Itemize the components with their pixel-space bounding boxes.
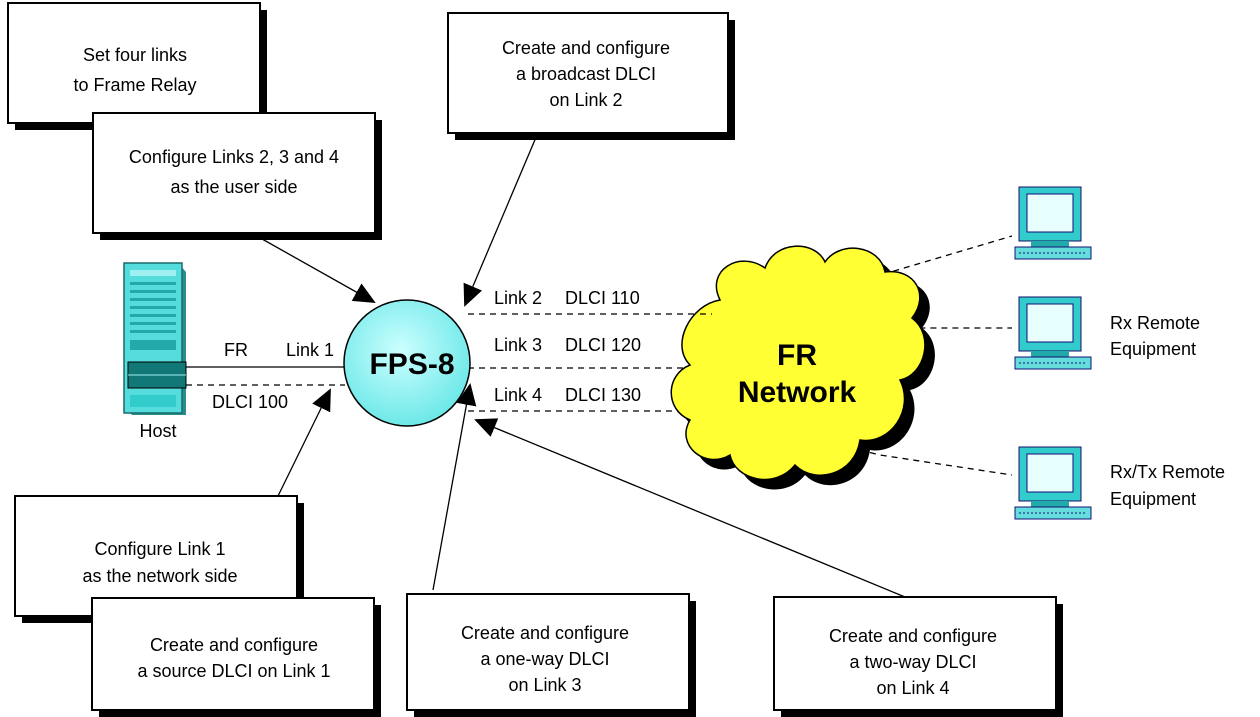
- link4-label: Link 4: [494, 385, 542, 405]
- box-source-dlci-line2: a source DLCI on Link 1: [137, 661, 330, 681]
- box-source-dlci: Create and configure a source DLCI on Li…: [91, 597, 381, 717]
- desktop-computer-icon: [1014, 186, 1092, 260]
- box-two-way-line2: a two-way DLCI: [849, 652, 976, 672]
- box-broadcast-line3: on Link 2: [549, 90, 622, 110]
- arrow-user-side: [254, 234, 376, 303]
- box-network-side-line2: as the network side: [82, 566, 237, 586]
- box-one-way-line3: on Link 3: [508, 675, 581, 695]
- box-two-way-line1: Create and configure: [829, 626, 997, 646]
- rxtx-remote-line2: Equipment: [1110, 489, 1196, 509]
- callout-lines: [254, 134, 906, 598]
- box-user-side: Configure Links 2, 3 and 4 as the user s…: [92, 112, 382, 240]
- box-two-way-dlci: Create and configure a two-way DLCI on L…: [773, 596, 1063, 717]
- rx-remote-line1: Rx Remote: [1110, 313, 1200, 333]
- box-set-four-links-line1: Set four links: [83, 45, 187, 65]
- box-two-way-line3: on Link 4: [876, 678, 949, 698]
- network-label-line2: Network: [738, 376, 857, 409]
- link1-label: Link 1: [286, 340, 334, 360]
- box-set-four-links-line2: to Frame Relay: [73, 75, 196, 95]
- box-set-four-links: Set four links to Frame Relay: [7, 2, 267, 130]
- dlci110-label: DLCI 110: [565, 288, 640, 308]
- box-broadcast: Create and configure a broadcast DLCI on…: [447, 12, 735, 140]
- box-source-dlci-line1: Create and configure: [150, 635, 318, 655]
- rxtx-remote-line1: Rx/Tx Remote: [1110, 462, 1225, 482]
- desktop-computer-icon: [1014, 446, 1092, 520]
- box-broadcast-line2: a broadcast DLCI: [516, 64, 656, 84]
- box-one-way-dlci: Create and configure a one-way DLCI on L…: [406, 593, 696, 717]
- arrow-broadcast: [463, 134, 538, 307]
- fr-label: FR: [224, 340, 248, 360]
- fps-node: [343, 299, 471, 427]
- network-label-line1: FR: [777, 339, 817, 372]
- box-user-side-line1: Configure Links 2, 3 and 4: [129, 147, 339, 167]
- link3-label: Link 3: [494, 335, 542, 355]
- network-cloud-icon: [670, 245, 935, 490]
- box-broadcast-line1: Create and configure: [502, 38, 670, 58]
- server-tower-icon: [123, 262, 187, 415]
- dlci100-label: DLCI 100: [212, 392, 288, 412]
- dlci120-label: DLCI 120: [565, 335, 641, 355]
- host-label: Host: [139, 421, 176, 441]
- arrow-one-way: [432, 383, 477, 591]
- desktop-computer-icon: [1014, 296, 1092, 370]
- box-one-way-line1: Create and configure: [461, 623, 629, 643]
- arrow-network-side: [277, 388, 331, 497]
- link2-label: Link 2: [494, 288, 542, 308]
- fps-label: FPS-8: [369, 348, 454, 381]
- box-user-side-line2: as the user side: [170, 177, 297, 197]
- dlci130-label: DLCI 130: [565, 385, 641, 405]
- box-one-way-line2: a one-way DLCI: [480, 649, 609, 669]
- arrow-two-way: [474, 418, 906, 598]
- rx-remote-line2: Equipment: [1110, 339, 1196, 359]
- box-network-side-line1: Configure Link 1: [94, 539, 225, 559]
- link1-connections: [186, 366, 345, 386]
